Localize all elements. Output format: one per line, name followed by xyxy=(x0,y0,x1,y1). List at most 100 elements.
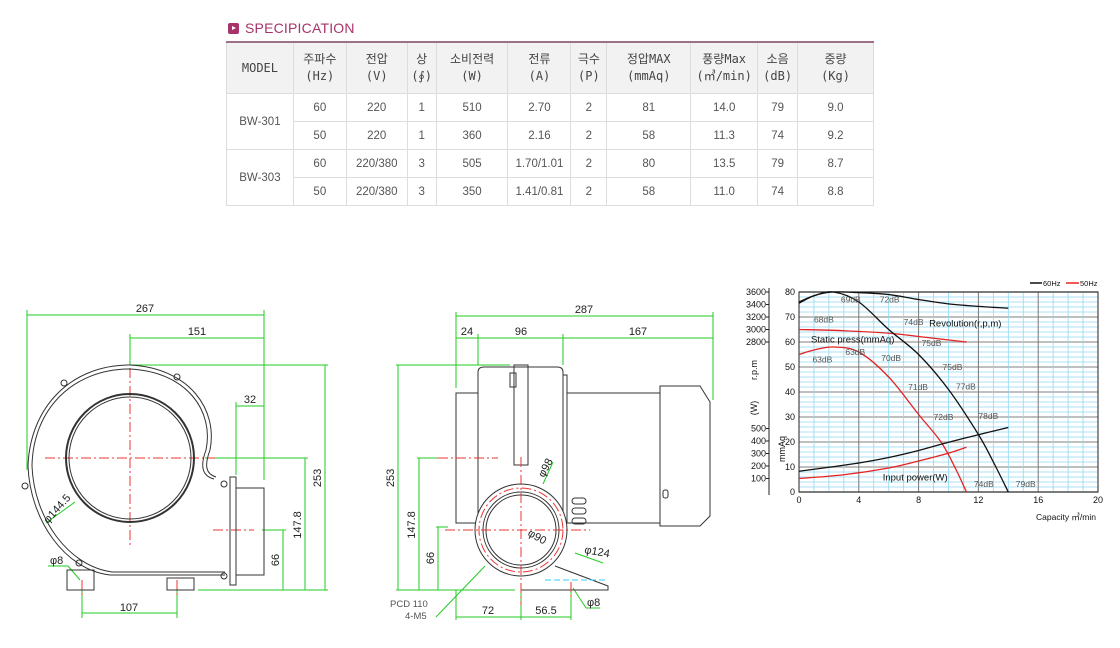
table-cell: 220/380 xyxy=(345,177,408,206)
chart-grid xyxy=(798,291,1099,493)
column-header: 전압(V) xyxy=(345,41,408,94)
dim-56-5: 56.5 xyxy=(535,605,556,617)
dim-147-8-side: 147.8 xyxy=(406,511,418,539)
spec-table: MODEL 주파수(Hz)전압(V)상(∮) 소비전력 (W) 전류 (A) 극수 (P) 정압… xyxy=(226,41,874,206)
front-centerlines xyxy=(45,368,254,598)
legend-50hz-label: 50Hz xyxy=(1080,279,1098,288)
table-cell: 1 xyxy=(406,121,437,150)
noise-label: 79dB xyxy=(1016,479,1036,489)
table-cell: 2 xyxy=(570,149,608,178)
header-label: 극수 xyxy=(577,52,600,66)
mmaq-tick-label: 80 xyxy=(785,287,795,297)
column-header: 소음 (dB) xyxy=(757,41,799,94)
column-header: 극수 (P) xyxy=(570,41,608,94)
noise-label: 70dB xyxy=(881,353,901,363)
x-tick-label: 12 xyxy=(973,495,983,505)
chart-axes: 0102030405060708028003000320034003600100… xyxy=(746,287,1103,505)
noise-label: 74dB xyxy=(974,479,994,489)
curve-label: Static press(mmAq) xyxy=(811,335,894,346)
section-title: SPECIPICATION xyxy=(228,18,355,38)
mmaq-tick-label: 40 xyxy=(785,387,795,397)
dim-253: 253 xyxy=(312,469,324,487)
header-label: 소비전력 xyxy=(449,52,495,66)
header-label: 전류 xyxy=(528,52,551,66)
dim-dia-8-side: φ8 xyxy=(587,597,600,609)
table-cell: 2 xyxy=(570,121,608,150)
dim-24: 24 xyxy=(461,326,473,338)
noise-label: 72dB xyxy=(934,412,954,422)
header-label: 정압MAX xyxy=(626,52,671,66)
header-label: 소음 xyxy=(766,52,789,66)
dim-72: 72 xyxy=(482,605,494,617)
noise-label: 75dB xyxy=(922,338,942,348)
mmaq-tick-label: 30 xyxy=(785,412,795,422)
header-unit: (W) xyxy=(461,69,483,83)
mmaq-axis-label: mmAq xyxy=(777,436,787,462)
noise-label: 71dB xyxy=(908,382,928,392)
legend-60hz-label: 60Hz xyxy=(1043,279,1061,288)
dim-287: 287 xyxy=(575,304,593,316)
table-cell: 2 xyxy=(570,177,608,206)
dim-66: 66 xyxy=(270,554,282,566)
watt-tick-label: 300 xyxy=(751,449,766,459)
noise-label: 69dB xyxy=(841,295,861,305)
blower-housing-front xyxy=(21,364,265,591)
watt-tick-label: 200 xyxy=(751,461,766,471)
table-cell: 220 xyxy=(345,93,408,122)
dim-107: 107 xyxy=(120,602,138,614)
table-cell: 81 xyxy=(606,93,692,122)
watt-tick-label: 400 xyxy=(751,436,766,446)
table-cell: 58 xyxy=(606,177,692,206)
dim-151: 151 xyxy=(188,326,206,338)
header-label: 풍량Max xyxy=(702,52,747,66)
noise-label: 63dB xyxy=(812,355,832,365)
play-bullet-icon xyxy=(228,22,239,34)
dim-167: 167 xyxy=(629,326,647,338)
mmaq-tick-label: 60 xyxy=(785,337,795,347)
header-unit: (Hz) xyxy=(305,69,335,83)
plot-frame xyxy=(798,291,1099,493)
chart-curves xyxy=(798,291,1009,493)
noise-label: 68dB xyxy=(814,315,834,325)
dim-dia-124: φ124 xyxy=(583,544,610,560)
header-label: MODEL xyxy=(241,60,278,75)
x-axis-label: Capacity ㎥/min xyxy=(1036,512,1096,522)
rpm-tick-label: 3000 xyxy=(746,325,766,335)
dim-267: 267 xyxy=(136,303,154,315)
rpm-tick-label: 3600 xyxy=(746,287,766,297)
header-unit: (A) xyxy=(528,69,551,83)
table-cell: 3 xyxy=(406,177,437,206)
header-unit: (∮) xyxy=(411,69,433,83)
column-header: 정압MAX(mmAq) xyxy=(606,41,692,94)
watt-tick-label: 100 xyxy=(751,474,766,484)
mmaq-tick-label: 20 xyxy=(785,437,795,447)
series-line-50hz-static-pressure xyxy=(798,346,968,493)
table-cell: 50 xyxy=(292,177,347,206)
header-unit: (V) xyxy=(365,69,388,83)
header-unit: (P) xyxy=(578,69,600,83)
x-tick-label: 0 xyxy=(796,495,801,505)
section-title-text: SPECIPICATION xyxy=(245,20,355,36)
noise-label: 74dB xyxy=(904,317,924,327)
front-dimension-lines xyxy=(26,310,328,618)
mmaq-tick-label: 70 xyxy=(785,312,795,322)
curve-label: Revolution(r,p,m) xyxy=(929,318,1001,329)
table-cell: 74 xyxy=(757,177,799,206)
x-tick-label: 16 xyxy=(1033,495,1043,505)
column-header: 상(∮) xyxy=(406,41,437,94)
column-header: 주파수(Hz) xyxy=(292,41,347,94)
rpm-tick-label: 3200 xyxy=(746,312,766,322)
header-unit: (Kg) xyxy=(821,69,850,83)
header-unit: (dB) xyxy=(763,69,793,83)
table-cell: 13.5 xyxy=(690,149,759,178)
header-unit: (㎥/min) xyxy=(696,69,752,83)
mmaq-tick-label: 50 xyxy=(785,362,795,372)
table-cell: 8.7 xyxy=(797,149,874,178)
series-line-60hz-static-pressure xyxy=(798,291,1009,493)
